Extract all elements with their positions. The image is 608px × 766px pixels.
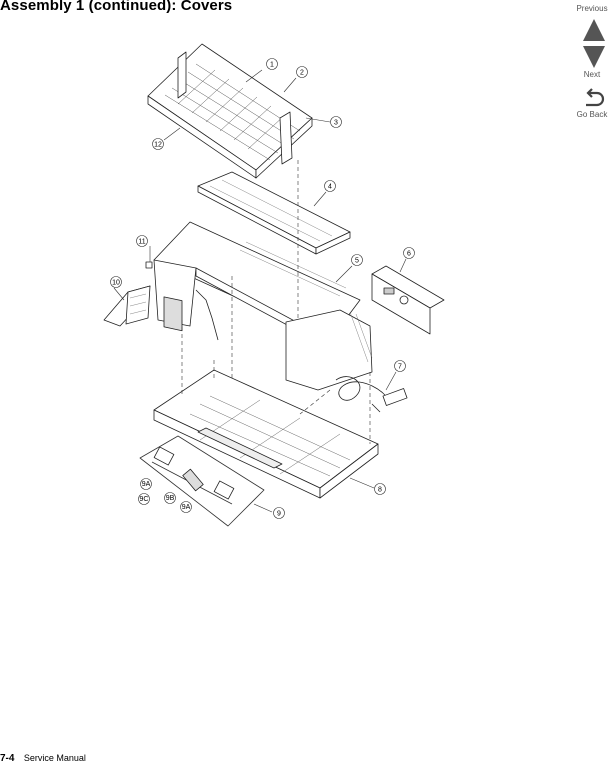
- callout-labels: 1 2 3 4 5 6 7 8 9 9A 9B 9C 9A 10 11 12: [110, 58, 415, 519]
- callout-9: 9: [273, 507, 285, 519]
- page-footer: 7-4 Service Manual: [0, 748, 86, 766]
- callout-5: 5: [351, 254, 363, 266]
- callout-9c: 9C: [138, 493, 150, 505]
- go-back-icon: [586, 88, 605, 107]
- svg-text:9A: 9A: [182, 504, 191, 511]
- part-clip: [145, 261, 153, 269]
- svg-text:10: 10: [112, 280, 120, 287]
- previous-button[interactable]: [582, 18, 606, 68]
- callout-3: 3: [330, 116, 342, 128]
- callout-8: 8: [374, 483, 386, 495]
- svg-text:7: 7: [398, 364, 402, 371]
- callout-11: 11: [136, 235, 148, 247]
- svg-text:9B: 9B: [166, 495, 175, 502]
- next-button[interactable]: [582, 45, 606, 69]
- down-arrow-icon: [583, 46, 605, 68]
- assembly-guide-lines: [181, 160, 371, 444]
- callout-2: 2: [296, 66, 308, 78]
- go-back-button[interactable]: [582, 88, 606, 108]
- svg-text:12: 12: [154, 142, 162, 149]
- part-paper-tray: [147, 43, 313, 179]
- callout-7: 7: [394, 360, 406, 372]
- part-tractor-assembly: [139, 435, 265, 527]
- page-title: Assembly 1 (continued): Covers: [0, 0, 233, 14]
- part-cover-strip: [197, 171, 351, 255]
- callout-9a-left: 9A: [140, 478, 152, 490]
- part-back-panel: [371, 265, 445, 335]
- part-base-frame: [153, 369, 379, 499]
- svg-text:2: 2: [300, 70, 304, 77]
- part-side-panel: [103, 285, 151, 327]
- callout-9b: 9B: [164, 492, 176, 504]
- svg-text:4: 4: [328, 184, 332, 191]
- svg-text:8: 8: [378, 487, 382, 494]
- next-label: Next: [583, 70, 601, 79]
- callout-4: 4: [324, 180, 336, 192]
- svg-text:1: 1: [270, 62, 274, 69]
- svg-text:11: 11: [138, 239, 145, 246]
- manual-name: Service Manual: [23, 753, 86, 763]
- callout-10: 10: [110, 276, 122, 288]
- svg-text:9: 9: [277, 511, 281, 518]
- go-back-label: Go Back: [576, 110, 608, 119]
- callout-12: 12: [152, 138, 164, 150]
- part-top-cover: [153, 221, 373, 391]
- callout-9a-right: 9A: [180, 501, 192, 513]
- part-power-cord: [335, 376, 408, 413]
- svg-text:5: 5: [355, 258, 359, 265]
- callout-6: 6: [403, 247, 415, 259]
- svg-text:9C: 9C: [140, 496, 149, 503]
- previous-label: Previous: [576, 4, 608, 13]
- page-number: 7-4: [0, 753, 15, 764]
- svg-text:9A: 9A: [142, 481, 151, 488]
- callout-1: 1: [266, 58, 278, 70]
- svg-text:6: 6: [407, 251, 411, 258]
- svg-text:3: 3: [334, 120, 338, 127]
- up-arrow-icon: [583, 19, 605, 41]
- callout-group: [113, 69, 407, 513]
